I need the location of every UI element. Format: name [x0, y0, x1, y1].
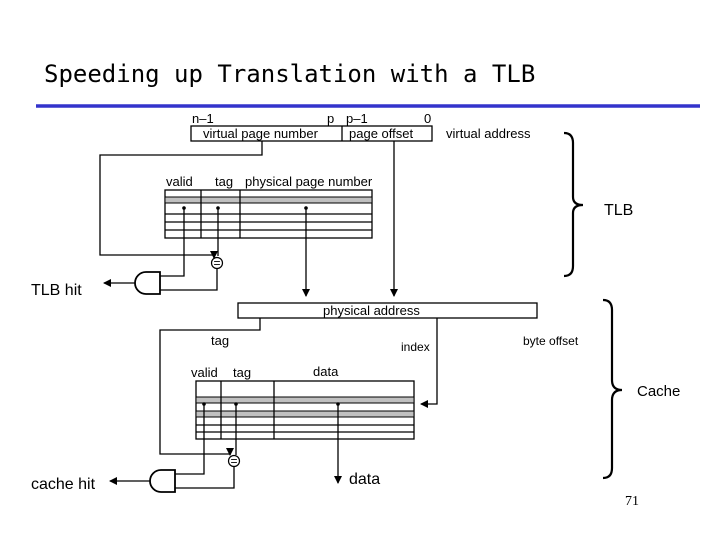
cache-row-shaded-1: [195, 396, 415, 404]
cache-valid-label: valid: [191, 365, 218, 380]
tlb-valid-label: valid: [166, 174, 193, 189]
tlb-ppn-label: physical page number: [245, 174, 373, 189]
data-out-label: data: [349, 471, 380, 488]
tlb-brace-icon: [563, 131, 584, 278]
pa-tag-to-cache-compare-wire: [159, 318, 261, 456]
slide-title: Speeding up Translation with a TLB: [44, 60, 535, 88]
tlb-table: [164, 189, 373, 239]
tlb-compare-icon: [210, 256, 224, 270]
cache-compare-icon: [227, 454, 241, 468]
bit-p-label: p: [327, 111, 334, 126]
tlb-compare-symbol: =: [213, 256, 220, 270]
tlb-row-shaded: [164, 196, 373, 204]
pa-tag-label: tag: [211, 333, 229, 348]
cache-hit-label: cache hit: [31, 476, 96, 493]
bit-0-label: 0: [424, 111, 431, 126]
byte-offset-label: byte offset: [523, 334, 579, 348]
physical-address-label: physical address: [323, 303, 420, 318]
index-to-cache-wire: [420, 318, 438, 408]
tlb-valid-to-gate-wire: [160, 208, 185, 277]
tlb-hit-and-gate-icon: [134, 271, 161, 295]
cache-row-shaded-2: [195, 410, 415, 418]
virtual-address-label: virtual address: [446, 126, 531, 141]
cache-data-label: data: [313, 364, 339, 379]
tlb-hit-label: TLB hit: [31, 282, 82, 299]
cache-hit-and-gate-icon: [149, 469, 176, 493]
tlb-compare-to-gate-wire: [160, 269, 218, 291]
vpn-to-tlb-compare-wire: [99, 141, 263, 259]
cache-brace-icon: [602, 298, 623, 480]
page-offset-label: page offset: [349, 126, 413, 141]
virtual-address-register: [190, 125, 433, 142]
cache-tag-label: tag: [233, 365, 251, 380]
physical-address-register: [237, 302, 538, 319]
cache-brace-label: Cache: [637, 383, 680, 400]
cache-table: [195, 380, 415, 440]
cache-compare-symbol: =: [230, 454, 237, 468]
tlb-tag-label: tag: [215, 174, 233, 189]
tlb-brace-label: TLB: [604, 202, 633, 219]
vpn-label: virtual page number: [203, 126, 319, 141]
bit-n-minus-1-label: n–1: [192, 111, 214, 126]
cache-compare-to-gate-wire: [175, 467, 235, 489]
bit-p-minus-1-label: p–1: [346, 111, 368, 126]
page-number: 71: [625, 494, 639, 509]
pa-index-label: index: [401, 340, 430, 354]
cache-valid-to-gate-wire: [175, 404, 205, 475]
